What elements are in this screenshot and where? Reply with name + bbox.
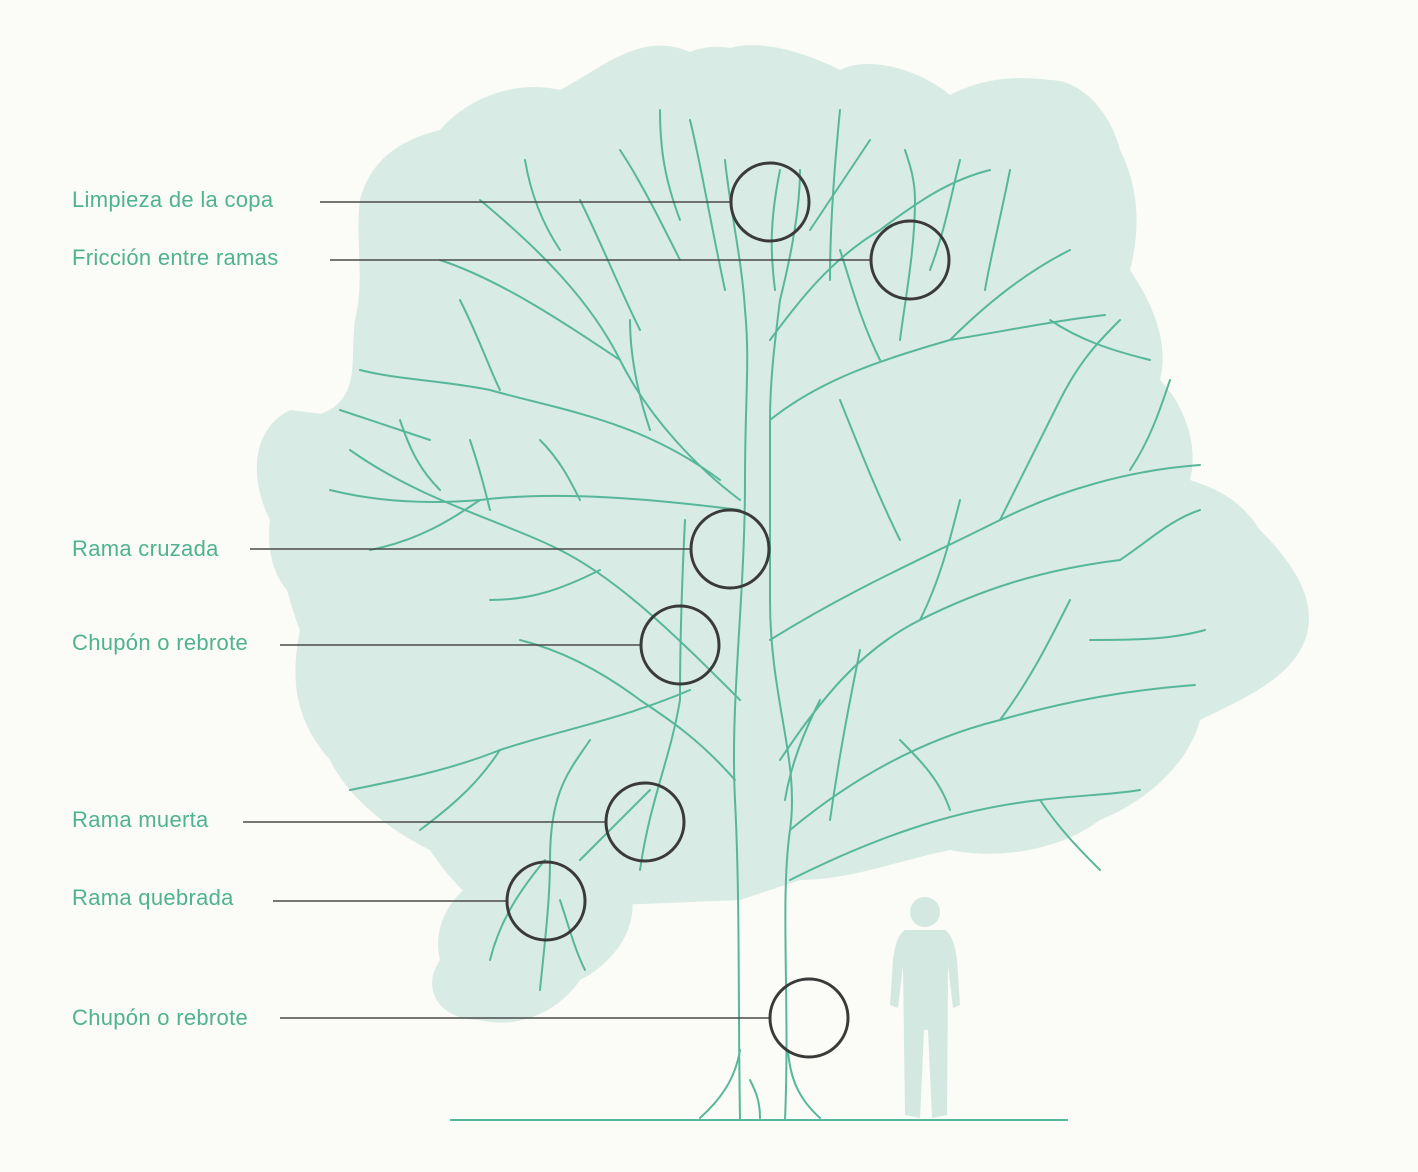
label-friccion-entre-ramas: Fricción entre ramas xyxy=(72,245,279,270)
label-rama-cruzada: Rama cruzada xyxy=(72,536,219,561)
marker-circle-rama-muerta xyxy=(604,781,686,863)
marker-circle-chupon-o-rebrote-2 xyxy=(768,977,850,1059)
label-chupon-o-rebrote-1: Chupón o rebrote xyxy=(72,630,249,655)
label-rama-muerta: Rama muerta xyxy=(72,807,209,832)
marker-circle-rama-cruzada xyxy=(689,508,771,590)
callout-layer xyxy=(243,161,951,1059)
tree-canopy xyxy=(256,45,1309,1023)
marker-circle-limpieza-de-la-copa xyxy=(729,161,811,243)
canopy-lower-lobe xyxy=(432,864,633,1023)
marker-circle-friccion-entre-ramas xyxy=(869,219,951,301)
person-silhouette xyxy=(890,897,960,1118)
label-rama-quebrada: Rama quebrada xyxy=(72,885,234,910)
marker-circle-chupon-o-rebrote-1 xyxy=(639,604,721,686)
label-chupon-o-rebrote-2: Chupón o rebrote xyxy=(72,1005,249,1030)
canopy-main xyxy=(282,45,1309,911)
canopy-left-lobe xyxy=(256,410,370,600)
tree-branches xyxy=(329,109,1206,1121)
label-limpieza-de-la-copa: Limpieza de la copa xyxy=(72,187,274,212)
marker-circle-rama-quebrada xyxy=(505,860,587,942)
